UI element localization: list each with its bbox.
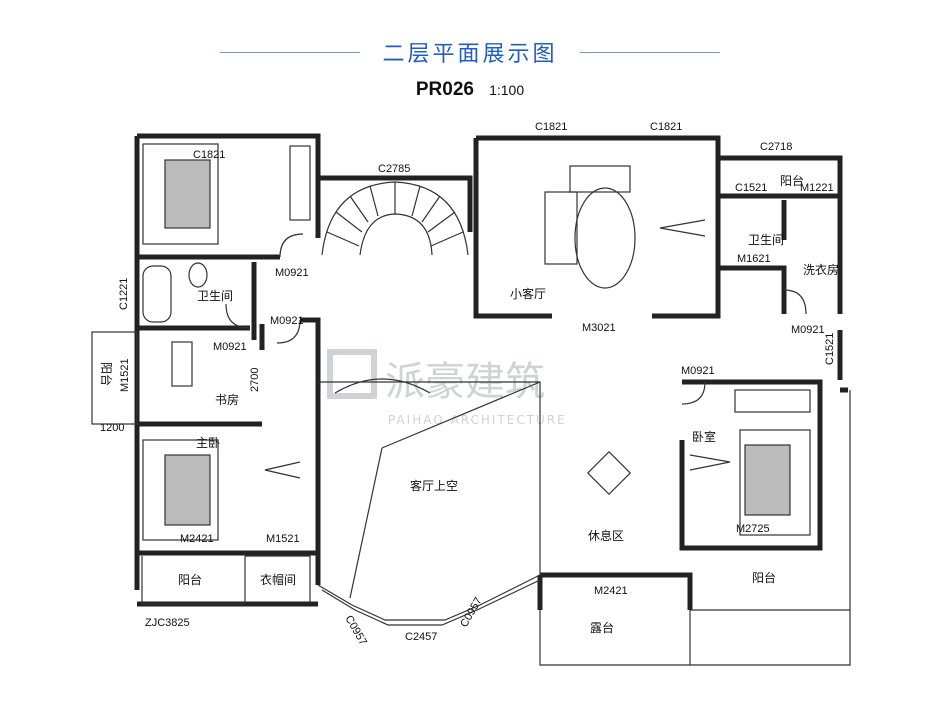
- bed-upper-left-cover: [164, 159, 211, 229]
- door-swing-b: [225, 303, 301, 344]
- room-balcony-right: 阳台: [752, 570, 776, 585]
- room-small-living: 小客厅: [510, 286, 546, 301]
- code-c1221: C1221: [118, 278, 130, 310]
- dim-1200: 1200: [100, 422, 124, 434]
- title-rule-left: [220, 52, 360, 53]
- bed-upper-left: [142, 143, 219, 245]
- watermark-sub: PAIHAO ARCHITECTURE: [388, 413, 567, 427]
- stair-treads: [326, 182, 464, 247]
- wall-corridor: [259, 317, 321, 585]
- code-c0957-a: C0957: [342, 614, 369, 648]
- room-balcony-top: 阳台: [780, 173, 804, 188]
- dim-2700: 2700: [249, 368, 261, 392]
- toilet-left: [188, 262, 208, 288]
- room-void: 客厅上空: [410, 478, 458, 493]
- room-balcony-bottom-left: 阳台: [178, 572, 202, 587]
- room-master-bed: 主卧: [196, 436, 220, 450]
- wall-right-top: [718, 155, 843, 314]
- room-closet: 衣帽间: [260, 572, 296, 587]
- bay-window-inner: [321, 579, 541, 626]
- study-desk: [171, 341, 193, 387]
- code-c2718: C2718: [760, 141, 792, 153]
- code-c1521-b: C1521: [824, 333, 836, 365]
- code-m2421-a: M2421: [180, 533, 214, 545]
- wall-stair: [318, 175, 473, 232]
- detail-lines: [91, 143, 851, 666]
- bed-master: [142, 439, 219, 541]
- page-title: 二层平面展示图: [382, 42, 558, 67]
- code-m0921-b: M0921: [270, 315, 304, 327]
- title-rule-right: [580, 52, 720, 53]
- room-balcony-left: 阳台: [99, 362, 114, 386]
- room-lounge: 休息区: [588, 528, 624, 543]
- bathtub: [142, 265, 172, 323]
- wall-lounge-bottom: [540, 572, 693, 610]
- wall-right-edge: [837, 330, 848, 393]
- code-m0921-a: M0921: [275, 267, 309, 279]
- code-m2421-b: M2421: [594, 585, 628, 597]
- bed-right-cover: [744, 444, 791, 516]
- watermark: 派豪建筑 PAIHAO ARCHITECTURE: [327, 349, 567, 427]
- door-swing-c: [681, 381, 706, 405]
- code-m0921-c: M0921: [213, 341, 247, 353]
- code-c2457: C2457: [405, 631, 437, 643]
- code-c1821-b: C1821: [535, 121, 567, 133]
- coffee-table: [574, 187, 636, 289]
- bay-window: [317, 574, 541, 621]
- left-balcony-outline: [91, 331, 138, 425]
- code-zjc3825: ZJC3825: [145, 617, 190, 629]
- room-bath-left: 卫生间: [197, 289, 233, 303]
- code-c1521-a: C1521: [735, 182, 767, 194]
- lounge-table: [586, 450, 632, 496]
- code-c1821-a: C1821: [193, 149, 225, 161]
- code-m0921-d: M0921: [681, 365, 715, 377]
- code-m1521-a: M1521: [119, 358, 131, 392]
- code-m1621: M1621: [737, 253, 771, 265]
- code-m2725: M2725: [736, 523, 770, 535]
- code-c2785: C2785: [378, 163, 410, 175]
- wardrobe-upper: [289, 145, 311, 221]
- code-m3021: M3021: [582, 322, 616, 334]
- wardrobe-right: [734, 389, 811, 413]
- room-bath-right: 卫生间: [748, 233, 784, 247]
- bed-master-cover: [164, 454, 211, 526]
- code-m1521-b: M1521: [266, 533, 300, 545]
- room-laundry: 洗衣房: [803, 262, 839, 277]
- wall-bedroom-lower: [137, 178, 321, 260]
- room-study: 书房: [215, 392, 239, 407]
- door-swing-d: [783, 289, 807, 315]
- bed-right: [739, 429, 811, 536]
- wall-small-living: [473, 135, 721, 319]
- plan-code-line: PR026 1:100: [0, 79, 940, 101]
- void-arc: [334, 378, 431, 394]
- watermark-logo: [327, 349, 377, 399]
- room-terrace: 露台: [590, 620, 614, 635]
- room-bedroom: 卧室: [692, 429, 716, 444]
- code-m0921-e: M0921: [791, 324, 825, 336]
- sofa-top: [569, 165, 631, 193]
- terrace-railing-lower: [690, 610, 851, 666]
- bottom-balcony-lines: [141, 555, 311, 605]
- wall-bedroom-right: [679, 379, 823, 551]
- void-outline: [318, 381, 541, 599]
- code-m1221: M1221: [800, 182, 834, 194]
- sofa-left: [544, 191, 578, 265]
- view-marks: [264, 219, 731, 479]
- plan-code: PR026: [415, 79, 474, 100]
- stair-inner: [359, 213, 433, 256]
- plan-scale: 1:100: [489, 82, 525, 98]
- door-swing-a: [279, 233, 304, 258]
- code-c1821-c: C1821: [650, 121, 682, 133]
